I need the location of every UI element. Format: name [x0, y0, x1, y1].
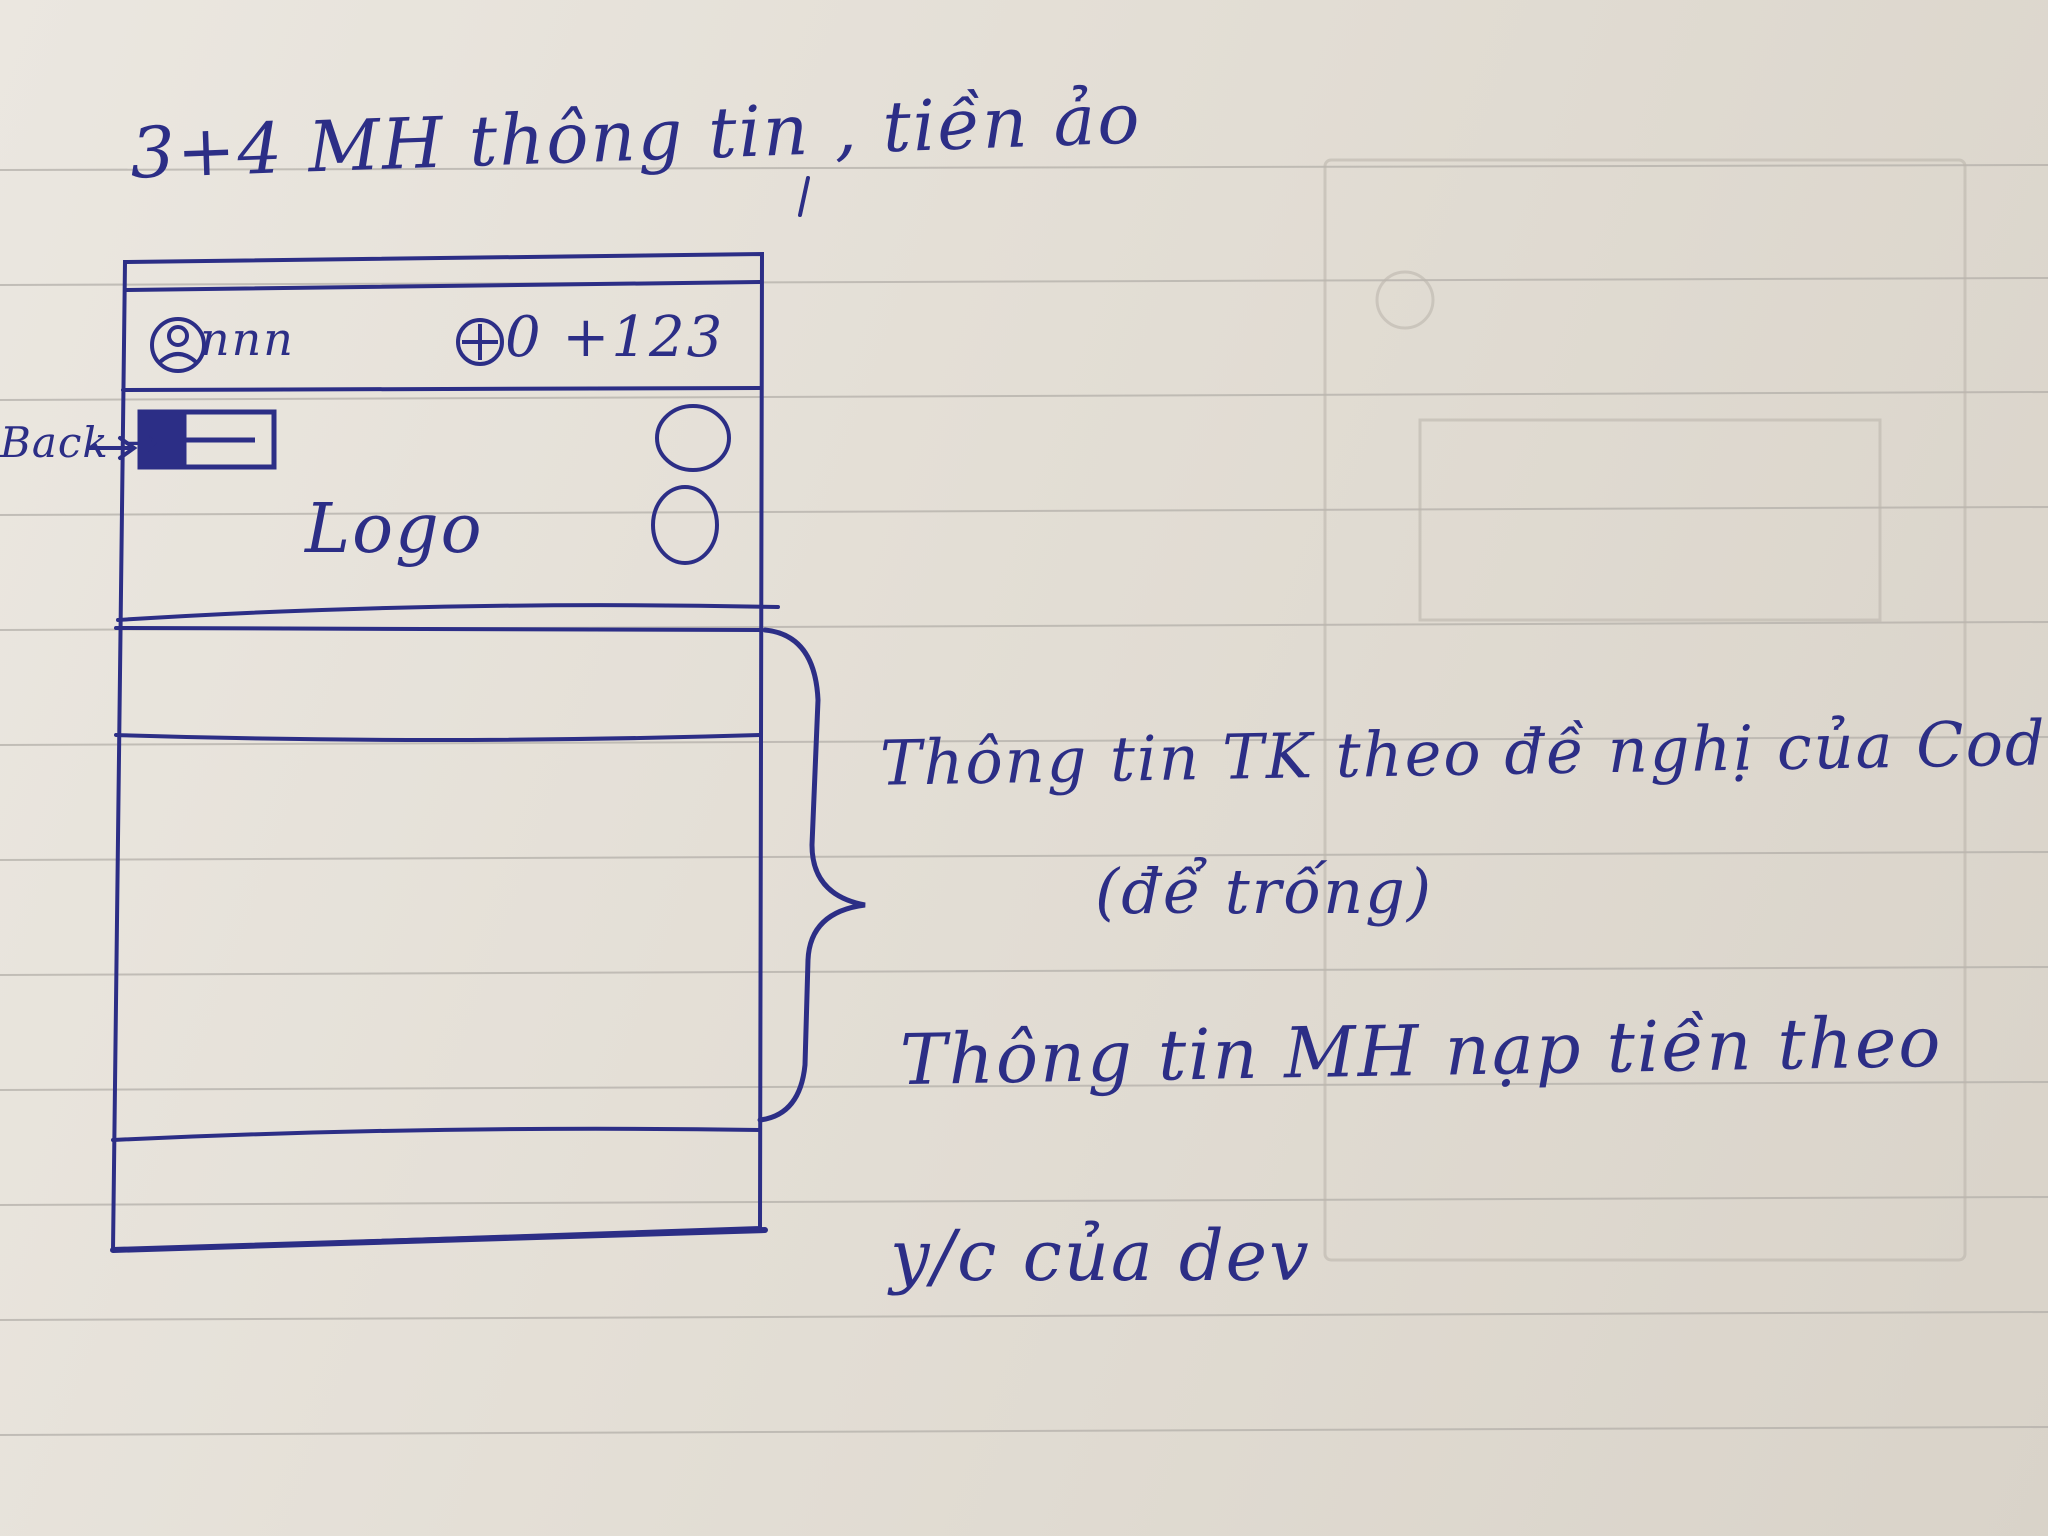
circle-button-bottom[interactable]	[653, 487, 717, 563]
heading-marks	[800, 178, 808, 215]
back-label: Back →	[0, 418, 160, 467]
balance-label: 0 +123	[505, 305, 725, 370]
note-account-info-paren: (để trống)	[1095, 855, 1434, 928]
ruled-lines	[0, 165, 2048, 1435]
account-info-divider	[116, 735, 760, 740]
phone-frame	[113, 254, 762, 1250]
logo: Logo	[305, 490, 484, 569]
coin-icon	[458, 320, 502, 364]
header-divider	[123, 388, 760, 390]
phone-bottom-edge	[113, 1230, 765, 1250]
username-label: nnn	[200, 312, 295, 366]
user-circle-icon[interactable]	[152, 319, 204, 371]
phone-mockup	[113, 254, 778, 1250]
back-arrow	[88, 438, 134, 458]
bottom-bar-divider	[113, 1129, 760, 1140]
curly-brace	[760, 630, 865, 1120]
back-button-icon[interactable]	[140, 412, 274, 467]
note-topup-request: y/c của dev	[890, 1215, 1311, 1297]
content-top-border	[118, 605, 778, 620]
circle-button-top[interactable]	[657, 406, 729, 470]
content-top-inner	[116, 628, 760, 630]
bleed-through-sketch	[1325, 160, 1965, 1260]
status-bar-divider	[125, 282, 760, 290]
